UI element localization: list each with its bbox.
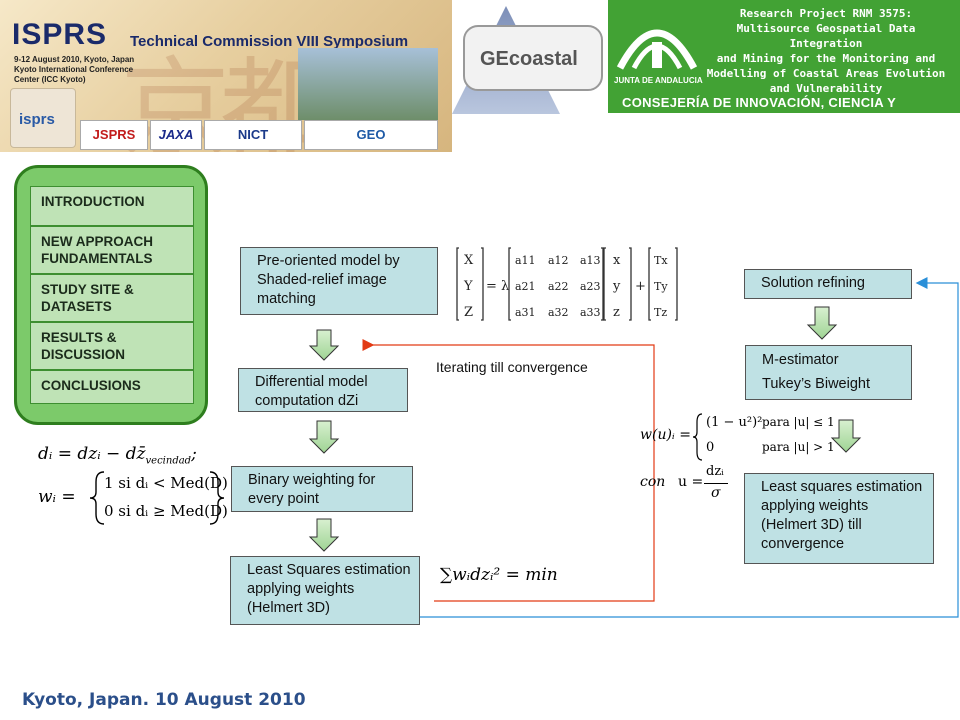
sponsor-jaxa: JAXA xyxy=(150,120,202,150)
project-banner: JUNTA DE ANDALUCIA Research Project RNM … xyxy=(608,0,960,125)
u-formula: con u = dzᵢ σ xyxy=(640,464,740,508)
wi-case-1: 1 si dᵢ < Med(D) xyxy=(104,474,228,492)
w-case-1: (1 − u²)² xyxy=(706,415,763,430)
helmert-y: y xyxy=(612,279,621,294)
iteration-feedback-line xyxy=(362,339,655,602)
wi-braces xyxy=(90,471,225,525)
helmert-x: x xyxy=(613,253,621,268)
iterating-label: Iterating till convergence xyxy=(436,359,588,375)
solution-refining-box: Solution refining xyxy=(744,269,912,299)
helmert-a21: a21 xyxy=(515,280,536,293)
w-case-2-cond: para |u| > 1 xyxy=(762,440,835,454)
w-case-2: 0 xyxy=(706,440,715,455)
isprs-subtitle: Technical Commission VIII Symposium xyxy=(130,33,409,50)
helmert-lambda: = λ xyxy=(486,279,509,294)
sponsor-jsprs: JSPRS xyxy=(80,120,148,150)
con-label: con xyxy=(640,474,666,490)
helmert-X: X xyxy=(464,253,474,268)
u-numerator: dzᵢ xyxy=(706,464,724,479)
least-squares-convergence-box: Least squares estimation applying weight… xyxy=(744,473,934,564)
helmert-a32: a32 xyxy=(548,306,569,319)
project-title: Research Project RNM 3575: Multisource G… xyxy=(706,7,946,95)
wi-case-2: 0 si dᵢ ≥ Med(D) xyxy=(104,502,228,520)
sponsor-nict: NICT xyxy=(204,120,302,150)
helmert-Y: Y xyxy=(463,279,473,294)
helmert-equation: X Y Z = λ a11 a12 a13 a21 a22 a23 a31 a3… xyxy=(455,244,680,324)
u-denominator: σ xyxy=(711,485,721,501)
helmert-a11: a11 xyxy=(515,254,536,267)
junta-label: JUNTA DE ANDALUCIA xyxy=(614,76,703,85)
nav-item-introduction[interactable]: INTRODUCTION xyxy=(30,186,194,226)
u-eq: u = xyxy=(678,474,704,490)
differential-model-box: Differential model computation dZi xyxy=(238,368,408,412)
gecoastal-logo: GEcoastal xyxy=(452,0,608,117)
nav-item-results[interactable]: RESULTS & DISCUSSION xyxy=(30,322,194,370)
tukey-weight-formula: w(u)ᵢ = (1 − u²)² para |u| ≤ 1 0 para |u… xyxy=(640,412,840,462)
m-estimator-box: M-estimator Tukey’s Biweight xyxy=(745,345,912,400)
helmert-a13: a13 xyxy=(580,254,601,267)
isprs-banner: 京都 ISPRS Technical Commission VIII Sympo… xyxy=(0,0,452,152)
down-arrow-1 xyxy=(308,329,340,361)
w-lhs: w(u)ᵢ = xyxy=(640,427,691,443)
tukey-label: Tukey’s Biweight xyxy=(762,376,870,392)
helmert-a23: a23 xyxy=(580,280,601,293)
helmert-a12: a12 xyxy=(548,254,569,267)
nav-item-conclusions[interactable]: CONCLUSIONS xyxy=(30,370,194,404)
helmert-a33: a33 xyxy=(580,306,601,319)
kyoto-photo xyxy=(298,48,438,120)
refining-connector-line xyxy=(420,277,959,618)
isprs-dates-venue: 9-12 August 2010, Kyoto, Japan Kyoto Int… xyxy=(14,55,135,84)
nav-item-study-site[interactable]: STUDY SITE & DATASETS xyxy=(30,274,194,322)
least-squares-box: Least Squares estimation applying weight… xyxy=(230,556,420,625)
wi-formula: wᵢ = 1 si dᵢ < Med(D) 0 si dᵢ ≥ Med(D) xyxy=(38,470,228,526)
down-arrow-3 xyxy=(308,518,340,552)
down-arrow-2 xyxy=(308,420,340,454)
footer-location-date: Kyoto, Japan. 10 August 2010 xyxy=(22,690,306,710)
tukey-brace xyxy=(692,413,703,461)
sponsor-geo: GEO xyxy=(304,120,438,150)
sum-formula: ∑wᵢdzᵢ² = min xyxy=(440,565,558,585)
down-arrow-4 xyxy=(806,306,838,340)
isprs-logo: isprs xyxy=(10,88,76,148)
helmert-Z: Z xyxy=(464,305,473,320)
preoriented-model-box: Pre-oriented model by Shaded-relief imag… xyxy=(240,247,438,315)
helmert-a22: a22 xyxy=(548,280,569,293)
helmert-plus: + xyxy=(635,279,646,294)
isprs-title: ISPRS xyxy=(12,18,108,51)
w-case-1-cond: para |u| ≤ 1 xyxy=(762,415,835,429)
helmert-Ty: Ty xyxy=(654,280,668,293)
binary-weighting-box: Binary weighting for every point xyxy=(231,466,413,512)
gecoastal-triangle-icon: GEcoastal xyxy=(452,6,603,114)
helmert-Tx: Tx xyxy=(654,254,668,267)
junta-arch-icon xyxy=(616,29,698,70)
u-fraction-bar xyxy=(704,483,728,484)
di-formula: dᵢ = dzᵢ − dz̄vecindad; xyxy=(38,444,197,467)
helmert-z: z xyxy=(613,305,620,320)
wi-lhs: wᵢ = xyxy=(38,487,76,507)
helmert-brackets: X Y Z = λ a11 a12 a13 a21 a22 a23 a31 a3… xyxy=(456,247,678,321)
m-estimator-label: M-estimator xyxy=(762,352,839,368)
nav-list: INTRODUCTION NEW APPROACH FUNDAMENTALS S… xyxy=(30,186,194,404)
consejeria-label: CONSEJERÍA DE INNOVACIÓN, CIENCIA Y EMPR… xyxy=(622,95,896,125)
helmert-Tz: Tz xyxy=(654,306,667,319)
helmert-a31: a31 xyxy=(515,306,536,319)
nav-item-new-approach[interactable]: NEW APPROACH FUNDAMENTALS xyxy=(30,226,194,274)
gecoastal-text: GEcoastal xyxy=(480,48,578,70)
down-arrow-5 xyxy=(830,419,862,453)
